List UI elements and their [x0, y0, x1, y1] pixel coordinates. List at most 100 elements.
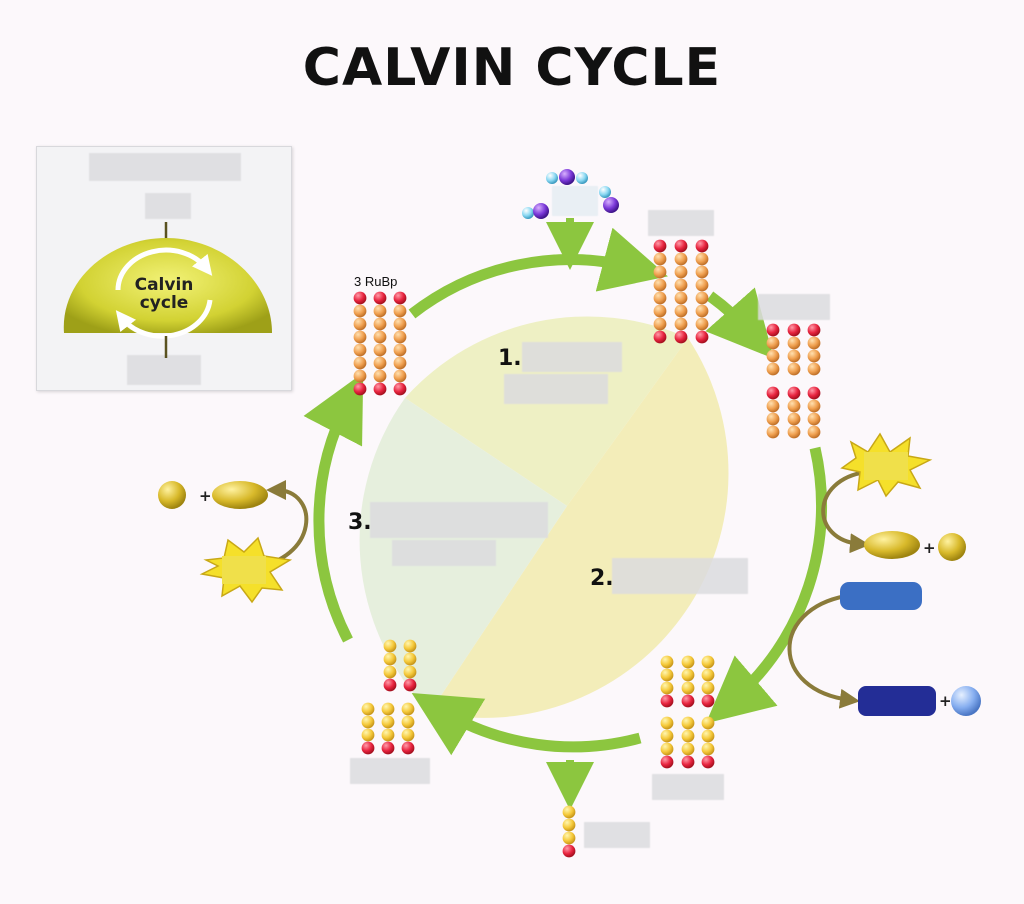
g3p-regen-chain-b-atom: [401, 715, 415, 729]
3pga-top-label-blank: [648, 210, 714, 236]
3pga-chain-a-atom: [787, 336, 801, 350]
arrow-g3p-to-regeneration: [411, 693, 642, 756]
phase2-number: 2.: [590, 566, 614, 591]
3pga-chain-b-atom: [787, 399, 801, 413]
rubp-chain-atom: [353, 369, 367, 383]
nadp-shape: [858, 686, 936, 716]
rubp-chain-atom: [373, 330, 387, 344]
rubp-chain-atom: [353, 382, 367, 396]
3pga-chain-b-atom: [766, 412, 780, 426]
g3p-regen-chain-b-atom: [381, 741, 395, 755]
six-carbon-chain-atom: [695, 304, 709, 318]
rubp-chain-atom: [393, 382, 407, 396]
3pga-chain-a-atom: [787, 362, 801, 376]
rubp-chain-atom: [353, 330, 367, 344]
g3p-chain-b-atom: [701, 729, 715, 743]
inset-cycle-arrow-bottom: [115, 299, 213, 339]
g3p-regen-chain-a-atom: [383, 665, 397, 679]
g3p-chain-b-atom: [681, 729, 695, 743]
inset-cycle-label-2: cycle: [140, 293, 189, 313]
output-label-blank: [584, 822, 650, 848]
rubp-chain-atom: [373, 382, 387, 396]
g3p-chain-a-atom: [701, 655, 715, 669]
g3p-regen-chain-b-atom: [401, 741, 415, 755]
six-carbon-chain-atom: [695, 317, 709, 331]
3pga-chain-b-atom: [807, 386, 821, 400]
rubp-chain-atom: [373, 356, 387, 370]
cycle-arrows: [303, 218, 827, 810]
rubp-label: 3 RuBp: [354, 274, 398, 289]
six-carbon-chain-atom: [653, 252, 667, 266]
g3p-regen-chain-b-atom: [361, 715, 375, 729]
phase1-number: 1.: [498, 346, 522, 371]
phase2-label-blank: [612, 558, 748, 594]
rubp-chain-atom: [373, 304, 387, 318]
six-carbon-chain-atom: [674, 265, 688, 279]
3pga-chain-a-atom: [766, 323, 780, 337]
g3p-chain-b-atom: [701, 742, 715, 756]
3pga-chain-b-atom: [766, 399, 780, 413]
g3p-output-chain-atom: [562, 831, 576, 845]
g3p-regen-chain-b-atom: [381, 715, 395, 729]
six-carbon-chain-atom: [653, 304, 667, 318]
g3p-regen-chain-b-atom: [361, 741, 375, 755]
g3p-regen-chain-b-atom: [361, 702, 375, 716]
arrow-rubp-to-3pga: [408, 227, 668, 319]
g3p-chain-a-atom: [660, 681, 674, 695]
g3p-chain-a-atom: [701, 681, 715, 695]
rubp-chain-atom: [393, 369, 407, 383]
six-carbon-chain-atom: [674, 304, 688, 318]
plus-right: +: [923, 539, 936, 557]
atp-burst-left-label-blank: [222, 556, 266, 584]
inset-label-blank-output: [127, 355, 201, 385]
inset-graphics: Calvin cycle: [63, 222, 273, 358]
3pga-chain-a-atom: [807, 349, 821, 363]
g3p-chain-a-atom: [660, 668, 674, 682]
arrow-regeneration-to-rubp: [303, 372, 364, 643]
six-carbon-chain-atom: [653, 265, 667, 279]
rubp-chain-atom: [393, 343, 407, 357]
rubp-chain-atom: [373, 343, 387, 357]
rubp-chain-atom: [353, 291, 367, 305]
g3p-chain-b-atom: [681, 716, 695, 730]
rubp-chain-atom: [393, 330, 407, 344]
3pga-chain-a-atom: [766, 362, 780, 376]
3pga-chain-a-atom: [787, 323, 801, 337]
inset-stroma-dome: [63, 238, 273, 333]
co2-molecules: [522, 169, 619, 219]
plus-left: +: [199, 487, 212, 505]
g3p-regen-chain-b-atom: [381, 728, 395, 742]
arrow-3pga-down: [705, 287, 774, 359]
3pga-chain-a-atom: [807, 336, 821, 350]
six-carbon-chain-atom: [653, 291, 667, 305]
3pga-chain-a-atom: [787, 349, 801, 363]
atp-burst-right-label-blank: [864, 452, 908, 480]
g3p-chain-a-atom: [681, 681, 695, 695]
cofactors: + + +: [158, 481, 981, 716]
g3p-output-chain-atom: [562, 844, 576, 858]
six-carbon-chain-atom: [653, 278, 667, 292]
molecule-chains: [353, 239, 821, 858]
nadph-shape: [840, 582, 922, 610]
g3p-regen-label-blank: [350, 758, 430, 784]
g3p-chain-a-atom: [701, 668, 715, 682]
phase3-label-blank-a: [370, 502, 548, 538]
atp-starbursts: [199, 432, 933, 604]
3pga-chain-b-atom: [807, 399, 821, 413]
rubp-chain-atom: [393, 317, 407, 331]
h-ion-ball: [951, 686, 981, 716]
inset-cycle-arrow-top: [115, 247, 213, 291]
3pga-chain-b-atom: [766, 425, 780, 439]
3pga-chain-b-atom: [787, 386, 801, 400]
phase2-sector: [430, 338, 729, 718]
g3p-regen-chain-b-atom: [401, 728, 415, 742]
3pga-bpg-label-blank: [758, 294, 830, 320]
g3p-regen-chain-b-atom: [361, 728, 375, 742]
adp-ellipse-left: [212, 481, 268, 509]
six-carbon-chain-atom: [695, 239, 709, 253]
3pga-chain-b-atom: [787, 425, 801, 439]
g3p-chain-a-atom: [701, 694, 715, 708]
g3p-chain-b-atom: [660, 716, 674, 730]
g3p-chain-a-atom: [681, 694, 695, 708]
g3p-regen-chain-a-atom: [403, 665, 417, 679]
